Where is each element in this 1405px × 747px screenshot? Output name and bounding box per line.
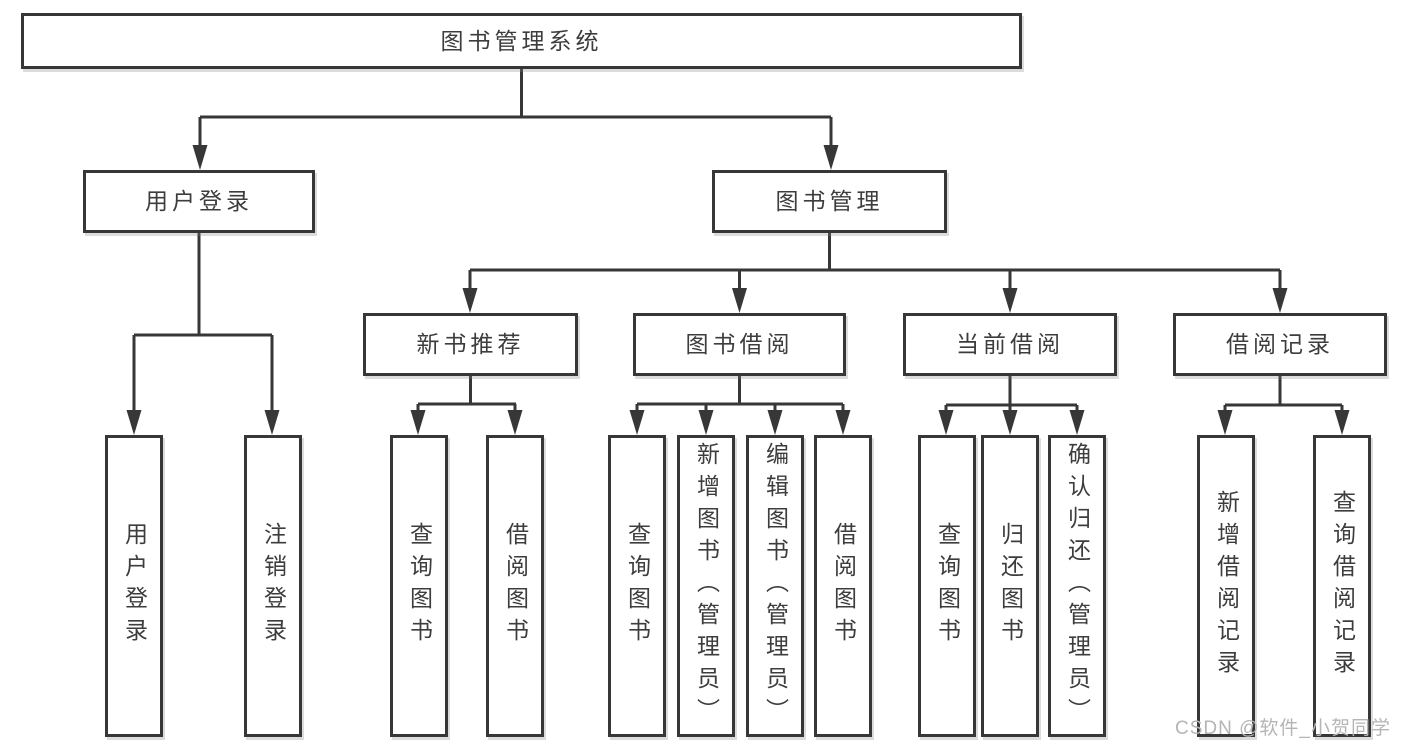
node-borrow-record: 借阅记录 bbox=[1173, 313, 1387, 376]
arrowhead bbox=[507, 410, 523, 435]
node-leaf-add-books-admin: 新增图书（管理员） bbox=[677, 435, 735, 737]
node-leaf-edit-books-admin: 编辑图书（管理员） bbox=[746, 435, 804, 737]
node-leaf-borrow-books-1: 借阅图书 bbox=[486, 435, 544, 737]
node-user-login: 用户登录 bbox=[83, 170, 315, 233]
node-leaf-logout: 注销登录 bbox=[244, 435, 302, 737]
node-label: 新增图书（管理员） bbox=[693, 442, 720, 730]
node-leaf-query-books-1: 查询图书 bbox=[390, 435, 448, 737]
arrowhead bbox=[462, 288, 478, 313]
node-label: 查询图书 bbox=[934, 522, 961, 650]
node-leaf-query-books-3: 查询图书 bbox=[918, 435, 976, 737]
node-label: 新增借阅记录 bbox=[1213, 490, 1240, 682]
arrowhead bbox=[126, 410, 142, 435]
node-leaf-add-borrow-record: 新增借阅记录 bbox=[1197, 435, 1255, 737]
node-current-borrow: 当前借阅 bbox=[903, 313, 1117, 376]
node-library-management-system: 图书管理系统 bbox=[21, 13, 1022, 69]
node-label: 图书管理 bbox=[775, 188, 884, 214]
node-label: 用户登录 bbox=[145, 188, 253, 214]
connector-user-login bbox=[132, 233, 274, 412]
node-leaf-query-borrow-record: 查询借阅记录 bbox=[1313, 435, 1371, 737]
node-label: 查询借阅记录 bbox=[1329, 490, 1356, 682]
node-leaf-borrow-books-2: 借阅图书 bbox=[814, 435, 872, 737]
node-label: 图书管理系统 bbox=[440, 27, 603, 54]
node-label: 注销登录 bbox=[260, 522, 287, 650]
node-label: 借阅图书 bbox=[830, 522, 857, 650]
arrowhead bbox=[1217, 410, 1233, 435]
arrowhead bbox=[732, 288, 747, 313]
node-label: 确认归还（管理员） bbox=[1064, 442, 1091, 730]
csdn-watermark: CSDN @软件_小贺同学 bbox=[1175, 718, 1391, 739]
node-label: 查询图书 bbox=[624, 522, 651, 650]
node-leaf-return-books: 归还图书 bbox=[981, 435, 1039, 737]
connector-root bbox=[198, 69, 833, 147]
node-label: 新书推荐 bbox=[416, 331, 525, 357]
connector-current-borrow bbox=[944, 376, 1079, 412]
connector-book-management bbox=[468, 232, 1282, 290]
arrowhead bbox=[1334, 410, 1350, 435]
node-label: 借阅图书 bbox=[502, 522, 529, 650]
node-label: 归还图书 bbox=[997, 522, 1024, 650]
node-book-management: 图书管理 bbox=[712, 170, 947, 233]
arrowhead bbox=[698, 410, 714, 435]
node-book-borrow: 图书借阅 bbox=[633, 313, 846, 376]
connector-new-book-recommend bbox=[416, 376, 517, 412]
node-label: 查询图书 bbox=[406, 522, 433, 650]
arrowhead bbox=[192, 145, 208, 170]
node-label: 当前借阅 bbox=[956, 331, 1064, 357]
arrowhead bbox=[1069, 410, 1085, 435]
connector-borrow-record bbox=[1223, 376, 1344, 412]
arrowhead bbox=[1002, 288, 1018, 313]
node-label: 用户登录 bbox=[121, 522, 148, 650]
node-label: 图书借阅 bbox=[685, 331, 794, 357]
node-leaf-query-books-2: 查询图书 bbox=[608, 435, 666, 737]
node-leaf-confirm-return-admin: 确认归还（管理员） bbox=[1048, 435, 1106, 737]
node-label: 借阅记录 bbox=[1226, 331, 1334, 357]
arrowhead bbox=[410, 410, 426, 435]
arrowhead bbox=[767, 410, 783, 435]
node-leaf-user-login: 用户登录 bbox=[105, 435, 163, 737]
arrowhead bbox=[264, 410, 280, 435]
arrowhead bbox=[835, 410, 851, 435]
node-label: 编辑图书（管理员） bbox=[762, 442, 789, 730]
arrowhead bbox=[1002, 410, 1018, 435]
arrowhead bbox=[1272, 288, 1288, 313]
arrowhead bbox=[938, 410, 954, 435]
arrowhead bbox=[629, 410, 645, 435]
node-new-book-recommend: 新书推荐 bbox=[363, 313, 578, 376]
connector-book-borrow bbox=[635, 376, 845, 412]
arrowhead bbox=[823, 145, 839, 170]
